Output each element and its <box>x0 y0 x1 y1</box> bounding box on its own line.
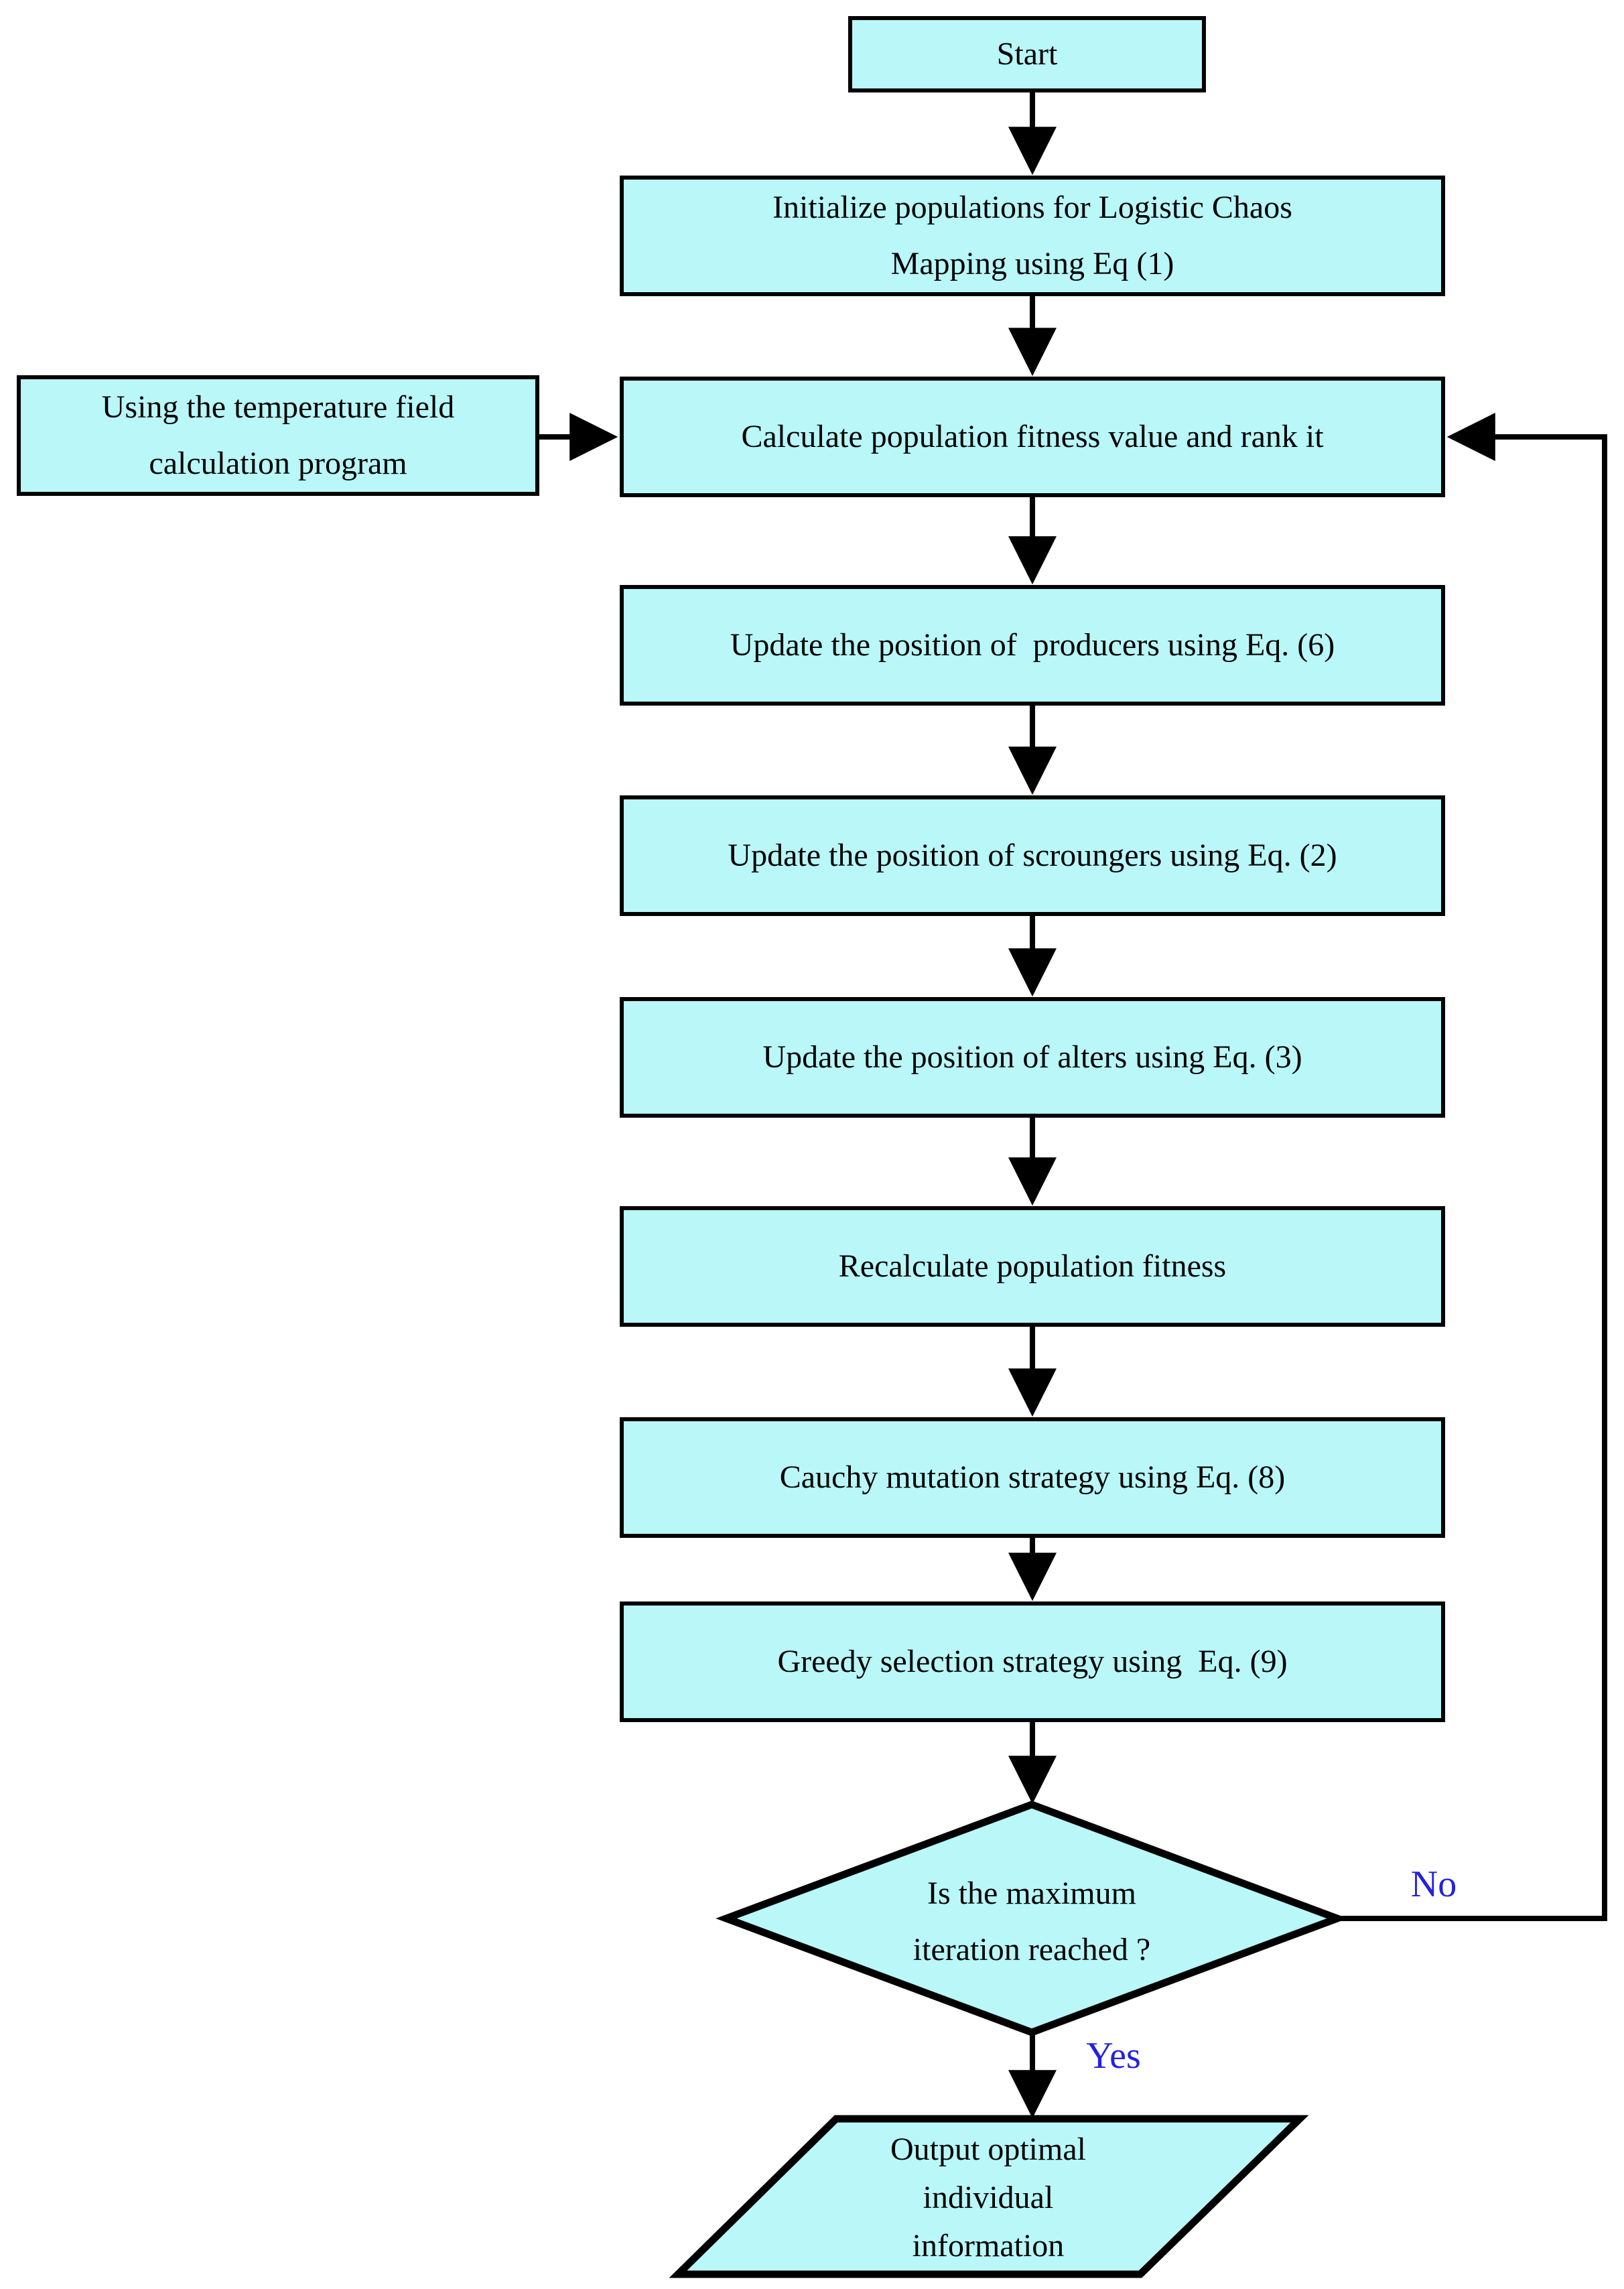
node-initialize-populations: Initialize populations for Logistic Chao… <box>620 176 1445 296</box>
output-parallelogram <box>669 2115 1309 2278</box>
node-update-alters: Update the position of alters using Eq. … <box>620 997 1445 1118</box>
node-update-scroungers: Update the position of scroungers using … <box>620 795 1445 916</box>
edge-label-yes: Yes <box>1086 2035 1141 2077</box>
node-recalculate-fitness: Recalculate population fitness <box>620 1206 1445 1327</box>
node-update-producers: Update the position of producers using E… <box>620 585 1445 706</box>
node-decision-max-iteration: Is the maximum iteration reached ? <box>912 1876 1151 1967</box>
node-calculate-fitness: Calculate population fitness value and r… <box>620 377 1445 497</box>
node-output-optimal: Output optimal individual information <box>890 2132 1086 2264</box>
edge-label-no: No <box>1410 1863 1457 1905</box>
node-greedy-selection: Greedy selection strategy using Eq. (9) <box>620 1601 1445 1722</box>
arrow-no-feedback-loop <box>1337 413 1607 1921</box>
decision-diamond <box>716 1801 1348 2036</box>
node-start: Start <box>848 16 1206 92</box>
node-cauchy-mutation: Cauchy mutation strategy using Eq. (8) <box>620 1417 1445 1538</box>
node-temperature-field-program: Using the temperature field calculation … <box>17 375 539 496</box>
